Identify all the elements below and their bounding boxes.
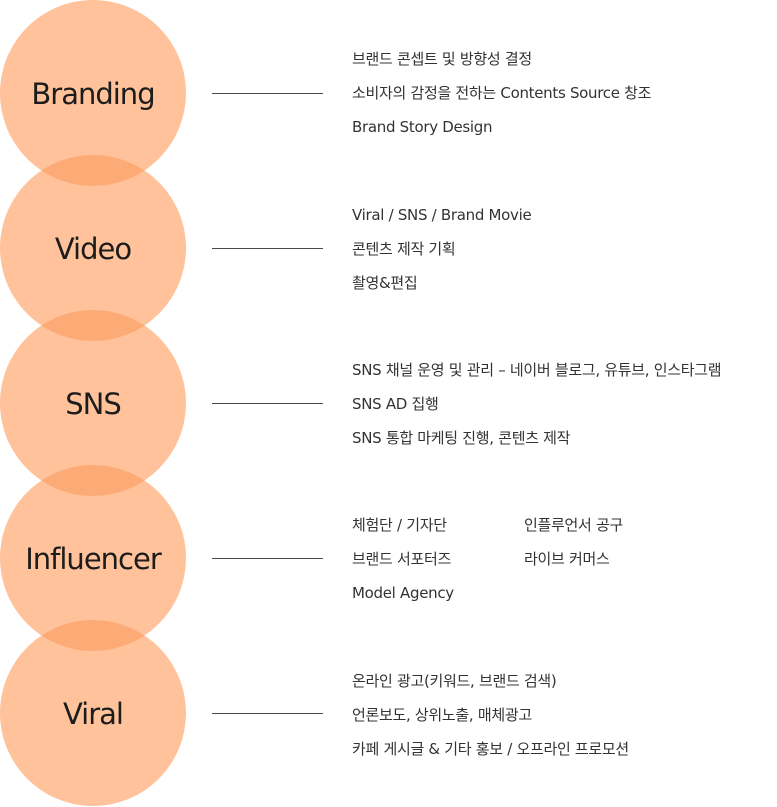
sns-line-2: SNS AD 집행: [352, 395, 439, 413]
viral-description: 온라인 광고(키워드, 브랜드 검색) 언론보도, 상위노출, 매체광고 카페 …: [352, 664, 629, 766]
influencer-line-2: 인플루언서 공구: [524, 516, 623, 534]
branding-description: 브랜드 콘셉트 및 방향성 결정 소비자의 감정을 전하는 Contents S…: [352, 42, 651, 144]
viral-line-3: 카페 게시글 & 기타 홍보 / 오프라인 프로모션: [352, 740, 629, 758]
branding-line-2: 소비자의 감정을 전하는 Contents Source 창조: [352, 84, 652, 102]
influencer-label: Influencer: [25, 542, 162, 576]
viral-circle: [0, 620, 186, 806]
influencer-line-5: Model Agency: [352, 584, 454, 602]
branding-label: Branding: [31, 77, 155, 111]
video-circle: [0, 155, 186, 341]
viral-label: Viral: [62, 697, 124, 731]
influencer-description: 체험단 / 기자단 인플루언서 공구 브랜드 서포터즈 라이브 커머스 Mode…: [352, 508, 623, 610]
influencer-line-4: 라이브 커머스: [524, 550, 610, 568]
sns-line-1: SNS 채널 운영 및 관리 – 네이버 블로그, 유튜브, 인스타그램: [352, 361, 722, 379]
video-connector: [212, 248, 323, 249]
sns-description: SNS 채널 운영 및 관리 – 네이버 블로그, 유튜브, 인스타그램 SNS…: [352, 353, 722, 455]
viral-connector: [212, 713, 323, 714]
branding-connector: [212, 93, 323, 94]
influencer-line-1: 체험단 / 기자단: [352, 516, 447, 534]
influencer-circle: [0, 465, 186, 651]
video-label: Video: [54, 232, 132, 266]
influencer-connector: [212, 558, 323, 559]
sns-line-3: SNS 통합 마케팅 진행, 콘텐츠 제작: [352, 429, 571, 447]
branding-circle: [0, 0, 186, 186]
viral-line-2: 언론보도, 상위노출, 매체광고: [352, 706, 532, 724]
influencer-line-3: 브랜드 서포터즈: [352, 550, 451, 568]
video-line-2: 콘텐츠 제작 기획: [352, 240, 456, 258]
video-description: Viral / SNS / Brand Movie 콘텐츠 제작 기획 촬영&편…: [352, 198, 532, 300]
video-line-1: Viral / SNS / Brand Movie: [352, 206, 532, 224]
video-line-3: 촬영&편집: [352, 274, 418, 292]
sns-label: SNS: [65, 387, 122, 421]
sns-circle: [0, 310, 186, 496]
branding-line-3: Brand Story Design: [352, 118, 493, 136]
branding-line-1: 브랜드 콘셉트 및 방향성 결정: [352, 50, 532, 68]
viral-line-1: 온라인 광고(키워드, 브랜드 검색): [352, 672, 557, 690]
sns-connector: [212, 403, 323, 404]
